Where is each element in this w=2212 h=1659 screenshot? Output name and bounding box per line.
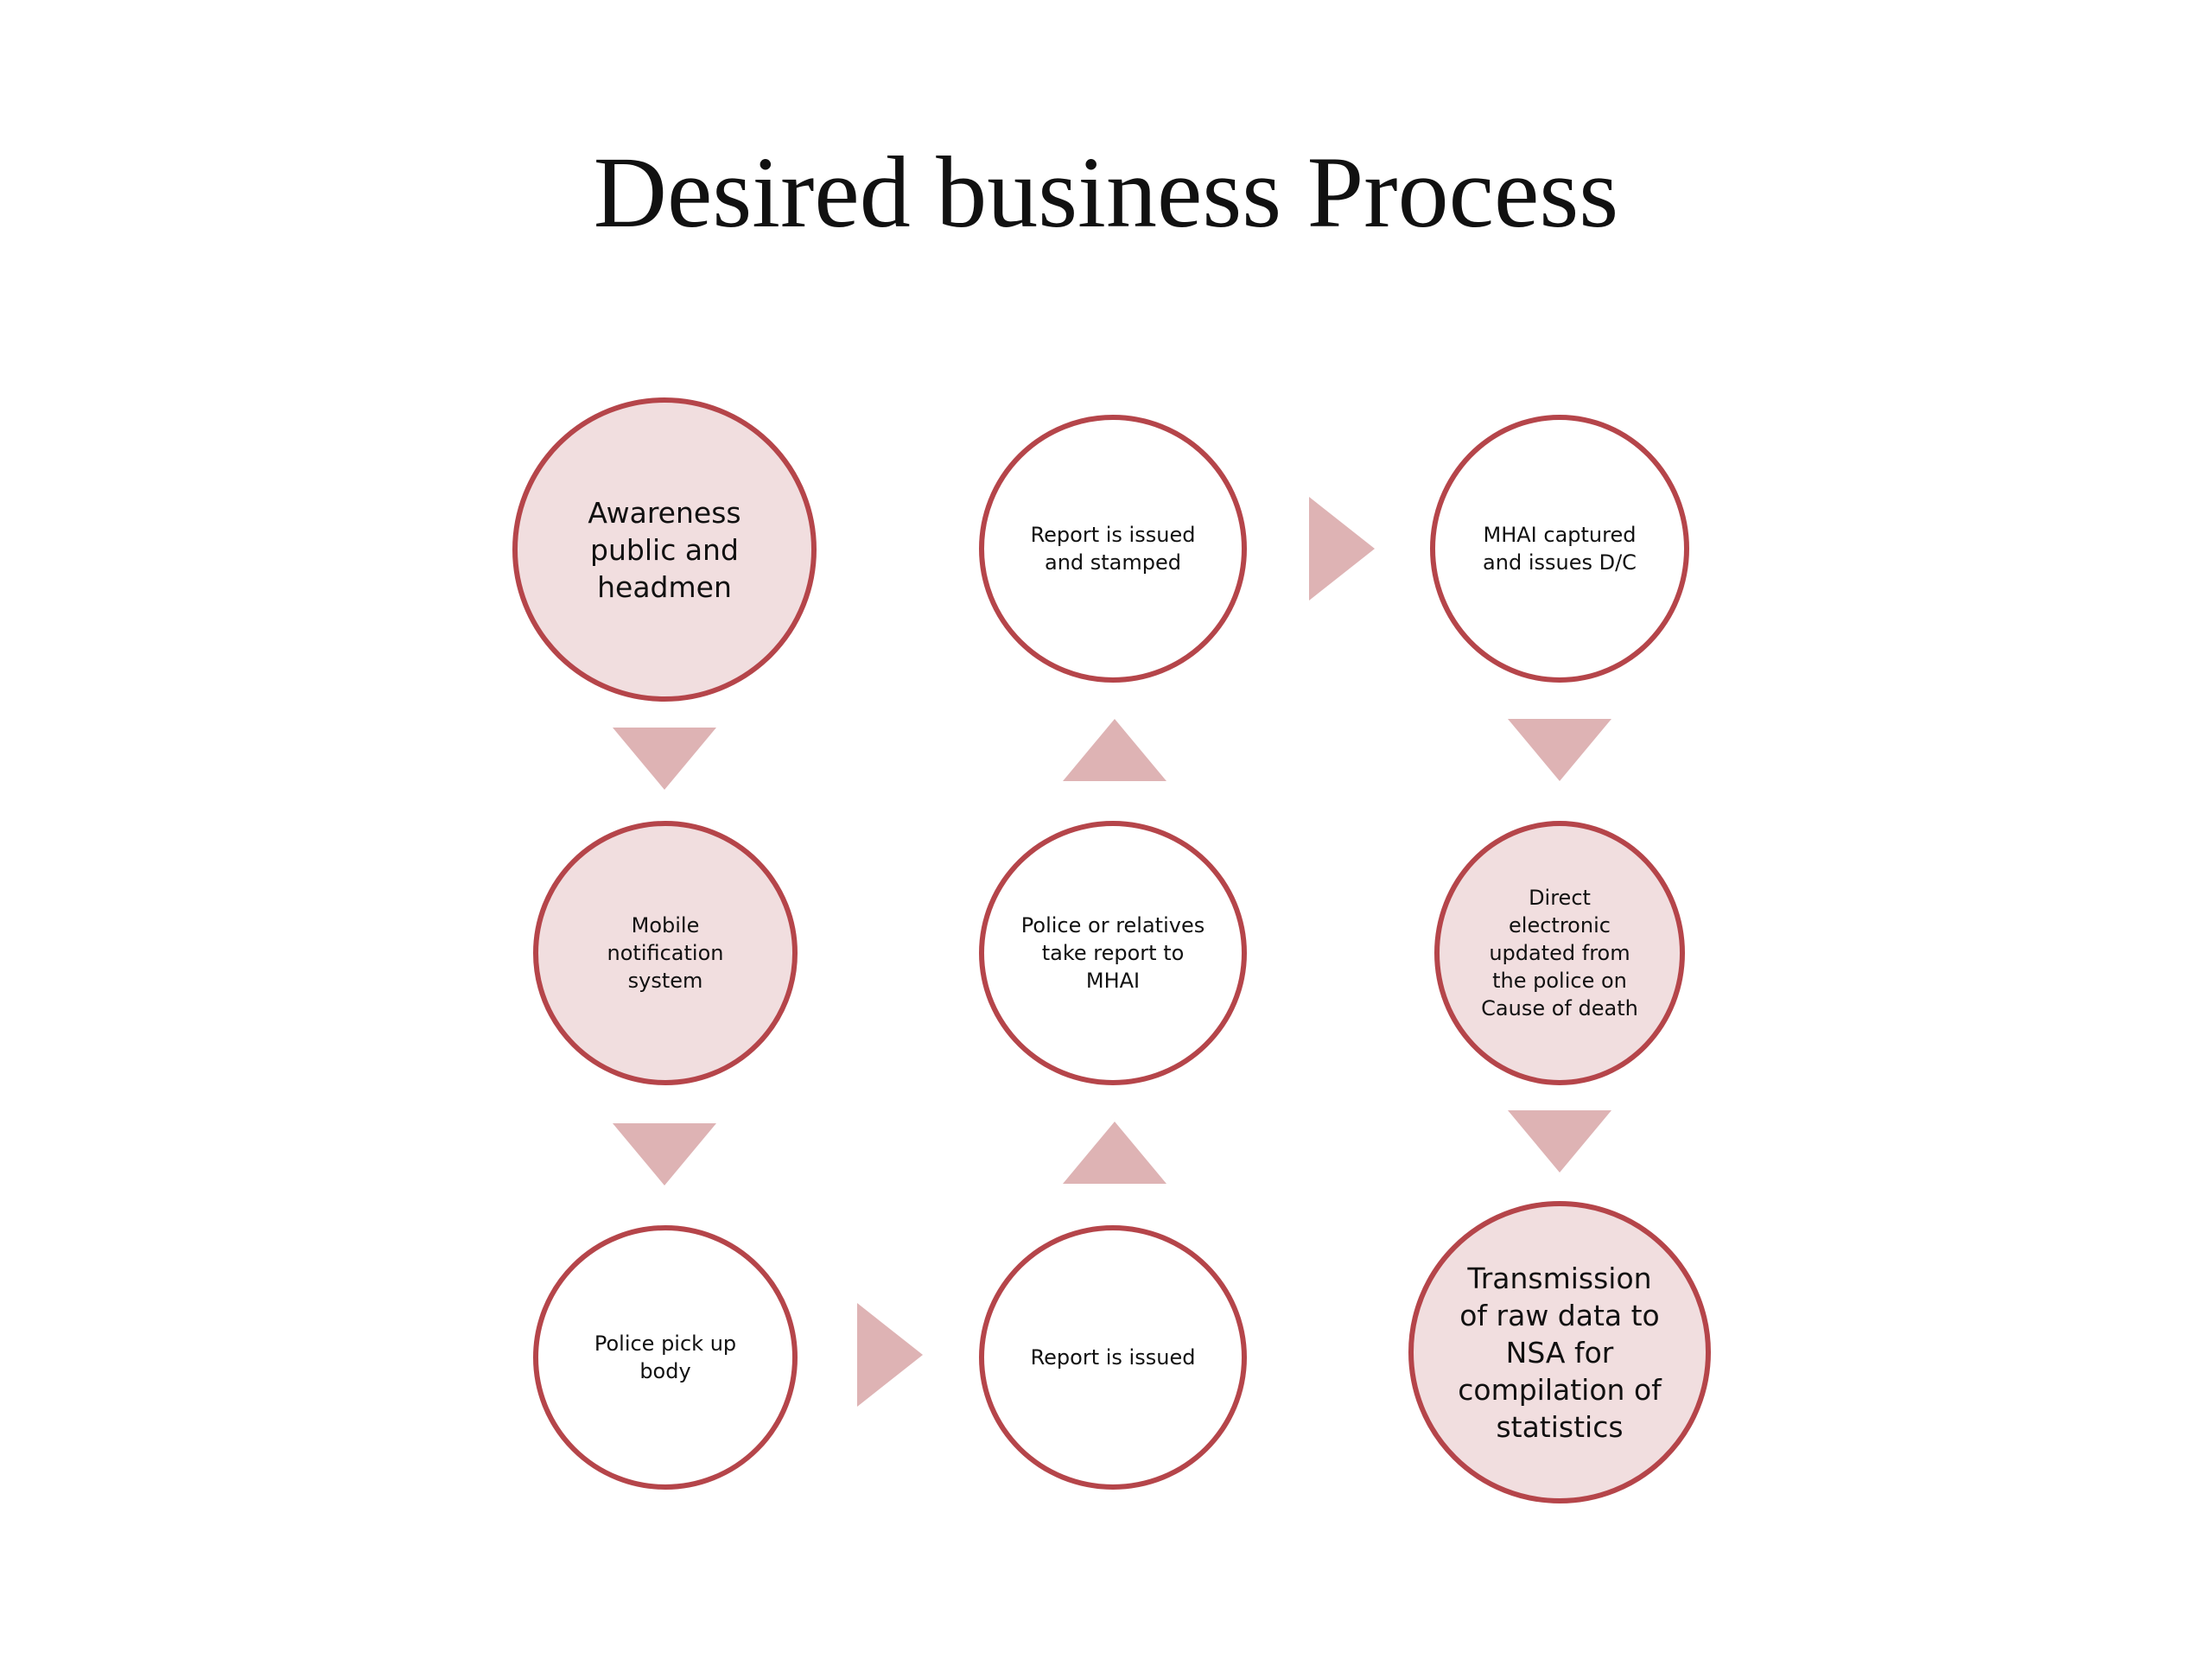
node-police-pickup-label: Police pick up body <box>594 1332 737 1383</box>
arrow-report-issued-to-take-report <box>1063 1122 1166 1184</box>
node-mobile-label: Mobile notification system <box>607 913 724 993</box>
arrow-police-pickup-to-report-issued <box>857 1303 923 1407</box>
arrow-awareness-to-mobile <box>613 728 716 790</box>
node-mobile: Mobile notification system <box>533 821 798 1085</box>
node-transmission: Transmission of raw data to NSA for comp… <box>1408 1201 1711 1503</box>
node-report-issued-label: Report is issued <box>1030 1345 1196 1370</box>
node-take-report: Police or relatives take report to MHAI <box>979 821 1247 1085</box>
node-mhai-captured: MHAI captured and issues D/C <box>1430 415 1689 683</box>
arrow-take-report-to-report-stamped <box>1063 719 1166 781</box>
node-mhai-captured-label: MHAI captured and issues D/C <box>1483 523 1637 575</box>
arrow-mobile-to-police-pickup <box>613 1123 716 1185</box>
arrow-mhai-captured-to-direct-electronic <box>1508 719 1611 781</box>
node-report-stamped: Report is issued and stamped <box>979 415 1247 683</box>
node-police-pickup: Police pick up body <box>533 1225 798 1490</box>
page-title: Desired business Process <box>593 136 1619 249</box>
node-report-stamped-label: Report is issued and stamped <box>1030 523 1196 575</box>
node-awareness-label: Awareness public and headmen <box>588 495 741 604</box>
node-direct-electronic-label: Direct electronic updated from the polic… <box>1481 886 1638 1020</box>
arrow-direct-electronic-to-transmission <box>1508 1110 1611 1173</box>
node-direct-electronic: Direct electronic updated from the polic… <box>1434 821 1685 1085</box>
node-take-report-label: Police or relatives take report to MHAI <box>1020 913 1205 993</box>
node-awareness: Awareness public and headmen <box>512 397 817 702</box>
node-report-issued: Report is issued <box>979 1225 1247 1490</box>
node-transmission-label: Transmission of raw data to NSA for comp… <box>1458 1261 1662 1444</box>
arrow-report-stamped-to-mhai-captured <box>1309 497 1375 601</box>
